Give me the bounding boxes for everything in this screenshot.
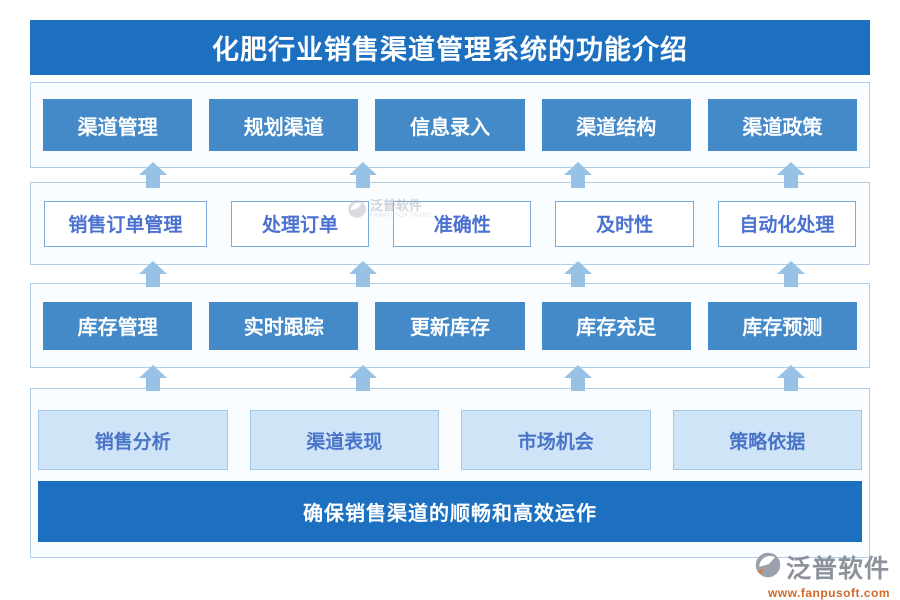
node-inventory-forecast: 库存预测 <box>707 301 858 350</box>
up-arrow-icon <box>348 365 377 391</box>
node-accuracy: 准确性 <box>393 200 532 247</box>
fanpu-logo-icon <box>754 551 782 584</box>
up-arrow-icon <box>348 261 377 287</box>
node-market-opportunity: 市场机会 <box>461 410 651 470</box>
up-arrow-icon <box>138 162 167 188</box>
node-channel-performance: 渠道表现 <box>249 410 439 470</box>
node-channel-management: 渠道管理 <box>43 99 193 151</box>
node-realtime-tracking: 实时跟踪 <box>209 301 359 350</box>
footer-banner: 确保销售渠道的顺畅和高效运作 <box>38 481 862 542</box>
node-sales-order-management: 销售订单管理 <box>44 200 207 247</box>
up-arrow-icon <box>138 261 167 287</box>
section-channel-management: 渠道管理 规划渠道 信息录入 渠道结构 渠道政策 <box>30 82 870 168</box>
up-arrow-icon <box>563 162 592 188</box>
arrow-gap-3 <box>30 365 870 391</box>
up-arrow-icon <box>777 261 806 287</box>
page-title: 化肥行业销售渠道管理系统的功能介绍 <box>30 20 870 75</box>
section-sales-order: 销售订单管理 处理订单 准确性 及时性 自动化处理 <box>30 182 870 265</box>
up-arrow-icon <box>563 261 592 287</box>
node-strategy-basis: 策略依据 <box>672 410 862 470</box>
section-sales-analysis: 销售分析 渠道表现 市场机会 策略依据 确保销售渠道的顺畅和高效运作 <box>30 388 870 558</box>
node-channel-structure: 渠道结构 <box>541 99 691 151</box>
up-arrow-icon <box>563 365 592 391</box>
analysis-row: 销售分析 渠道表现 市场机会 策略依据 <box>38 410 862 470</box>
arrow-gap-1 <box>30 162 870 188</box>
arrow-gap-2 <box>30 261 870 287</box>
node-plan-channel: 规划渠道 <box>209 99 359 151</box>
up-arrow-icon <box>777 162 806 188</box>
node-automation: 自动化处理 <box>717 200 857 247</box>
node-info-entry: 信息录入 <box>375 99 525 151</box>
brand-logo: 泛普软件 www.fanpusoft.com <box>754 549 890 600</box>
node-process-order: 处理订单 <box>230 200 370 247</box>
brand-url: www.fanpusoft.com <box>767 586 890 600</box>
node-channel-policy: 渠道政策 <box>707 99 858 151</box>
node-timeliness: 及时性 <box>555 200 694 247</box>
node-update-inventory: 更新库存 <box>375 301 525 350</box>
node-inventory-management: 库存管理 <box>43 301 193 350</box>
node-sales-analysis: 销售分析 <box>38 410 228 470</box>
up-arrow-icon <box>138 365 167 391</box>
node-stock-sufficient: 库存充足 <box>541 301 691 350</box>
up-arrow-icon <box>348 162 377 188</box>
up-arrow-icon <box>777 365 806 391</box>
section-inventory: 库存管理 实时跟踪 更新库存 库存充足 库存预测 <box>30 283 870 368</box>
brand-name: 泛普软件 <box>785 555 890 583</box>
